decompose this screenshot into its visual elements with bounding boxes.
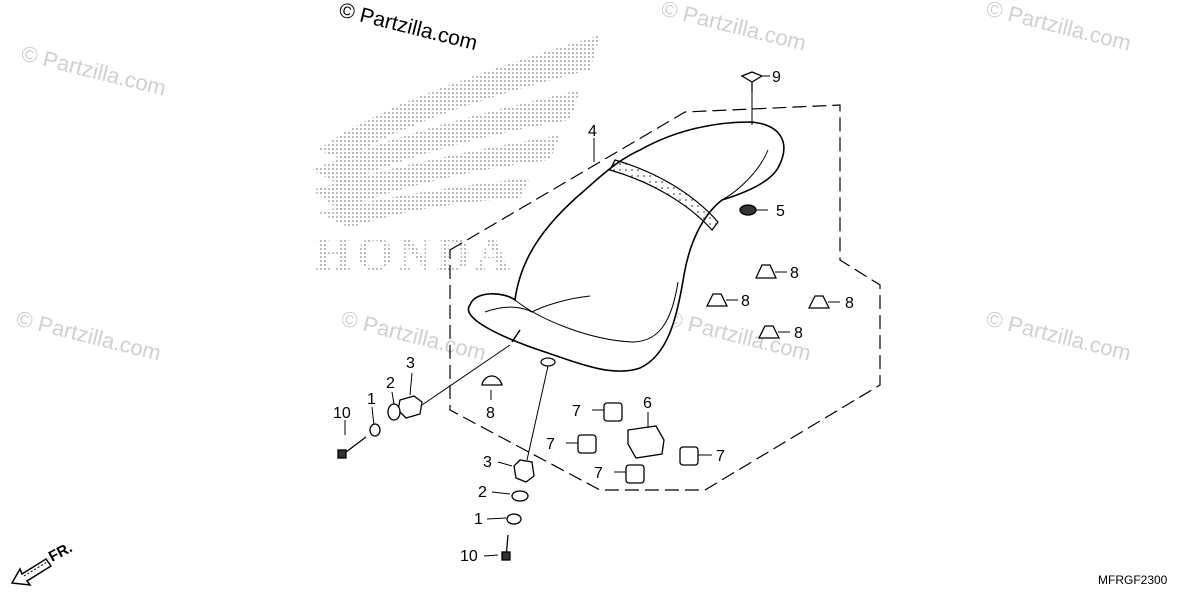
watermark-6: © Partzilla.com xyxy=(664,306,814,366)
callout-3-a: 3 xyxy=(406,355,415,372)
watermark-1: © Partzilla.com xyxy=(19,41,169,101)
callout-6: 6 xyxy=(643,395,652,412)
small-parts xyxy=(337,71,831,561)
copyright-text: © Partzilla.com xyxy=(337,0,480,55)
seat-rear-contour xyxy=(721,149,769,201)
seat-side-contour xyxy=(514,281,679,343)
callout-8-b: 8 xyxy=(741,293,750,310)
callout-8-d: 8 xyxy=(794,325,803,342)
callout-2-a: 2 xyxy=(386,375,395,392)
callout-7-c: 7 xyxy=(594,465,603,482)
watermark-3: © Partzilla.com xyxy=(984,0,1134,56)
callout-5: 5 xyxy=(776,203,785,220)
callout-4: 4 xyxy=(588,123,597,140)
callout-7-a: 7 xyxy=(572,403,581,420)
callout-2-b: 2 xyxy=(478,484,487,501)
callout-9: 9 xyxy=(772,69,781,86)
callout-8-a: 8 xyxy=(790,265,799,282)
callout-8-e: 8 xyxy=(486,405,495,422)
watermark-4: © Partzilla.com xyxy=(14,306,164,366)
callout-3-b: 3 xyxy=(483,454,492,471)
callout-10-a: 10 xyxy=(333,405,351,422)
honda-wing-logo: HONDA xyxy=(312,35,600,281)
callout-7-b: 7 xyxy=(546,436,555,453)
diagram-code: MFRGF2300 xyxy=(1098,573,1168,587)
callout-labels: 4 9 5 8 8 8 8 8 7 7 7 7 6 3 2 1 10 3 2 1… xyxy=(333,69,854,565)
honda-wordmark: HONDA xyxy=(315,228,514,281)
front-label: FR. xyxy=(46,539,75,565)
callout-8-c: 8 xyxy=(845,295,854,312)
watermark-7: © Partzilla.com xyxy=(984,306,1134,366)
callout-1-a: 1 xyxy=(367,391,376,408)
callout-1-b: 1 xyxy=(474,511,483,528)
seat-strap xyxy=(609,159,719,231)
watermark-2: © Partzilla.com xyxy=(659,0,809,56)
assembly-boundary xyxy=(449,104,881,491)
seat-outline xyxy=(467,121,785,372)
callout-7-d: 7 xyxy=(716,448,725,465)
leader-lines xyxy=(344,75,840,557)
front-direction-arrow: FR. xyxy=(10,539,75,586)
callout-10-b: 10 xyxy=(460,548,478,565)
